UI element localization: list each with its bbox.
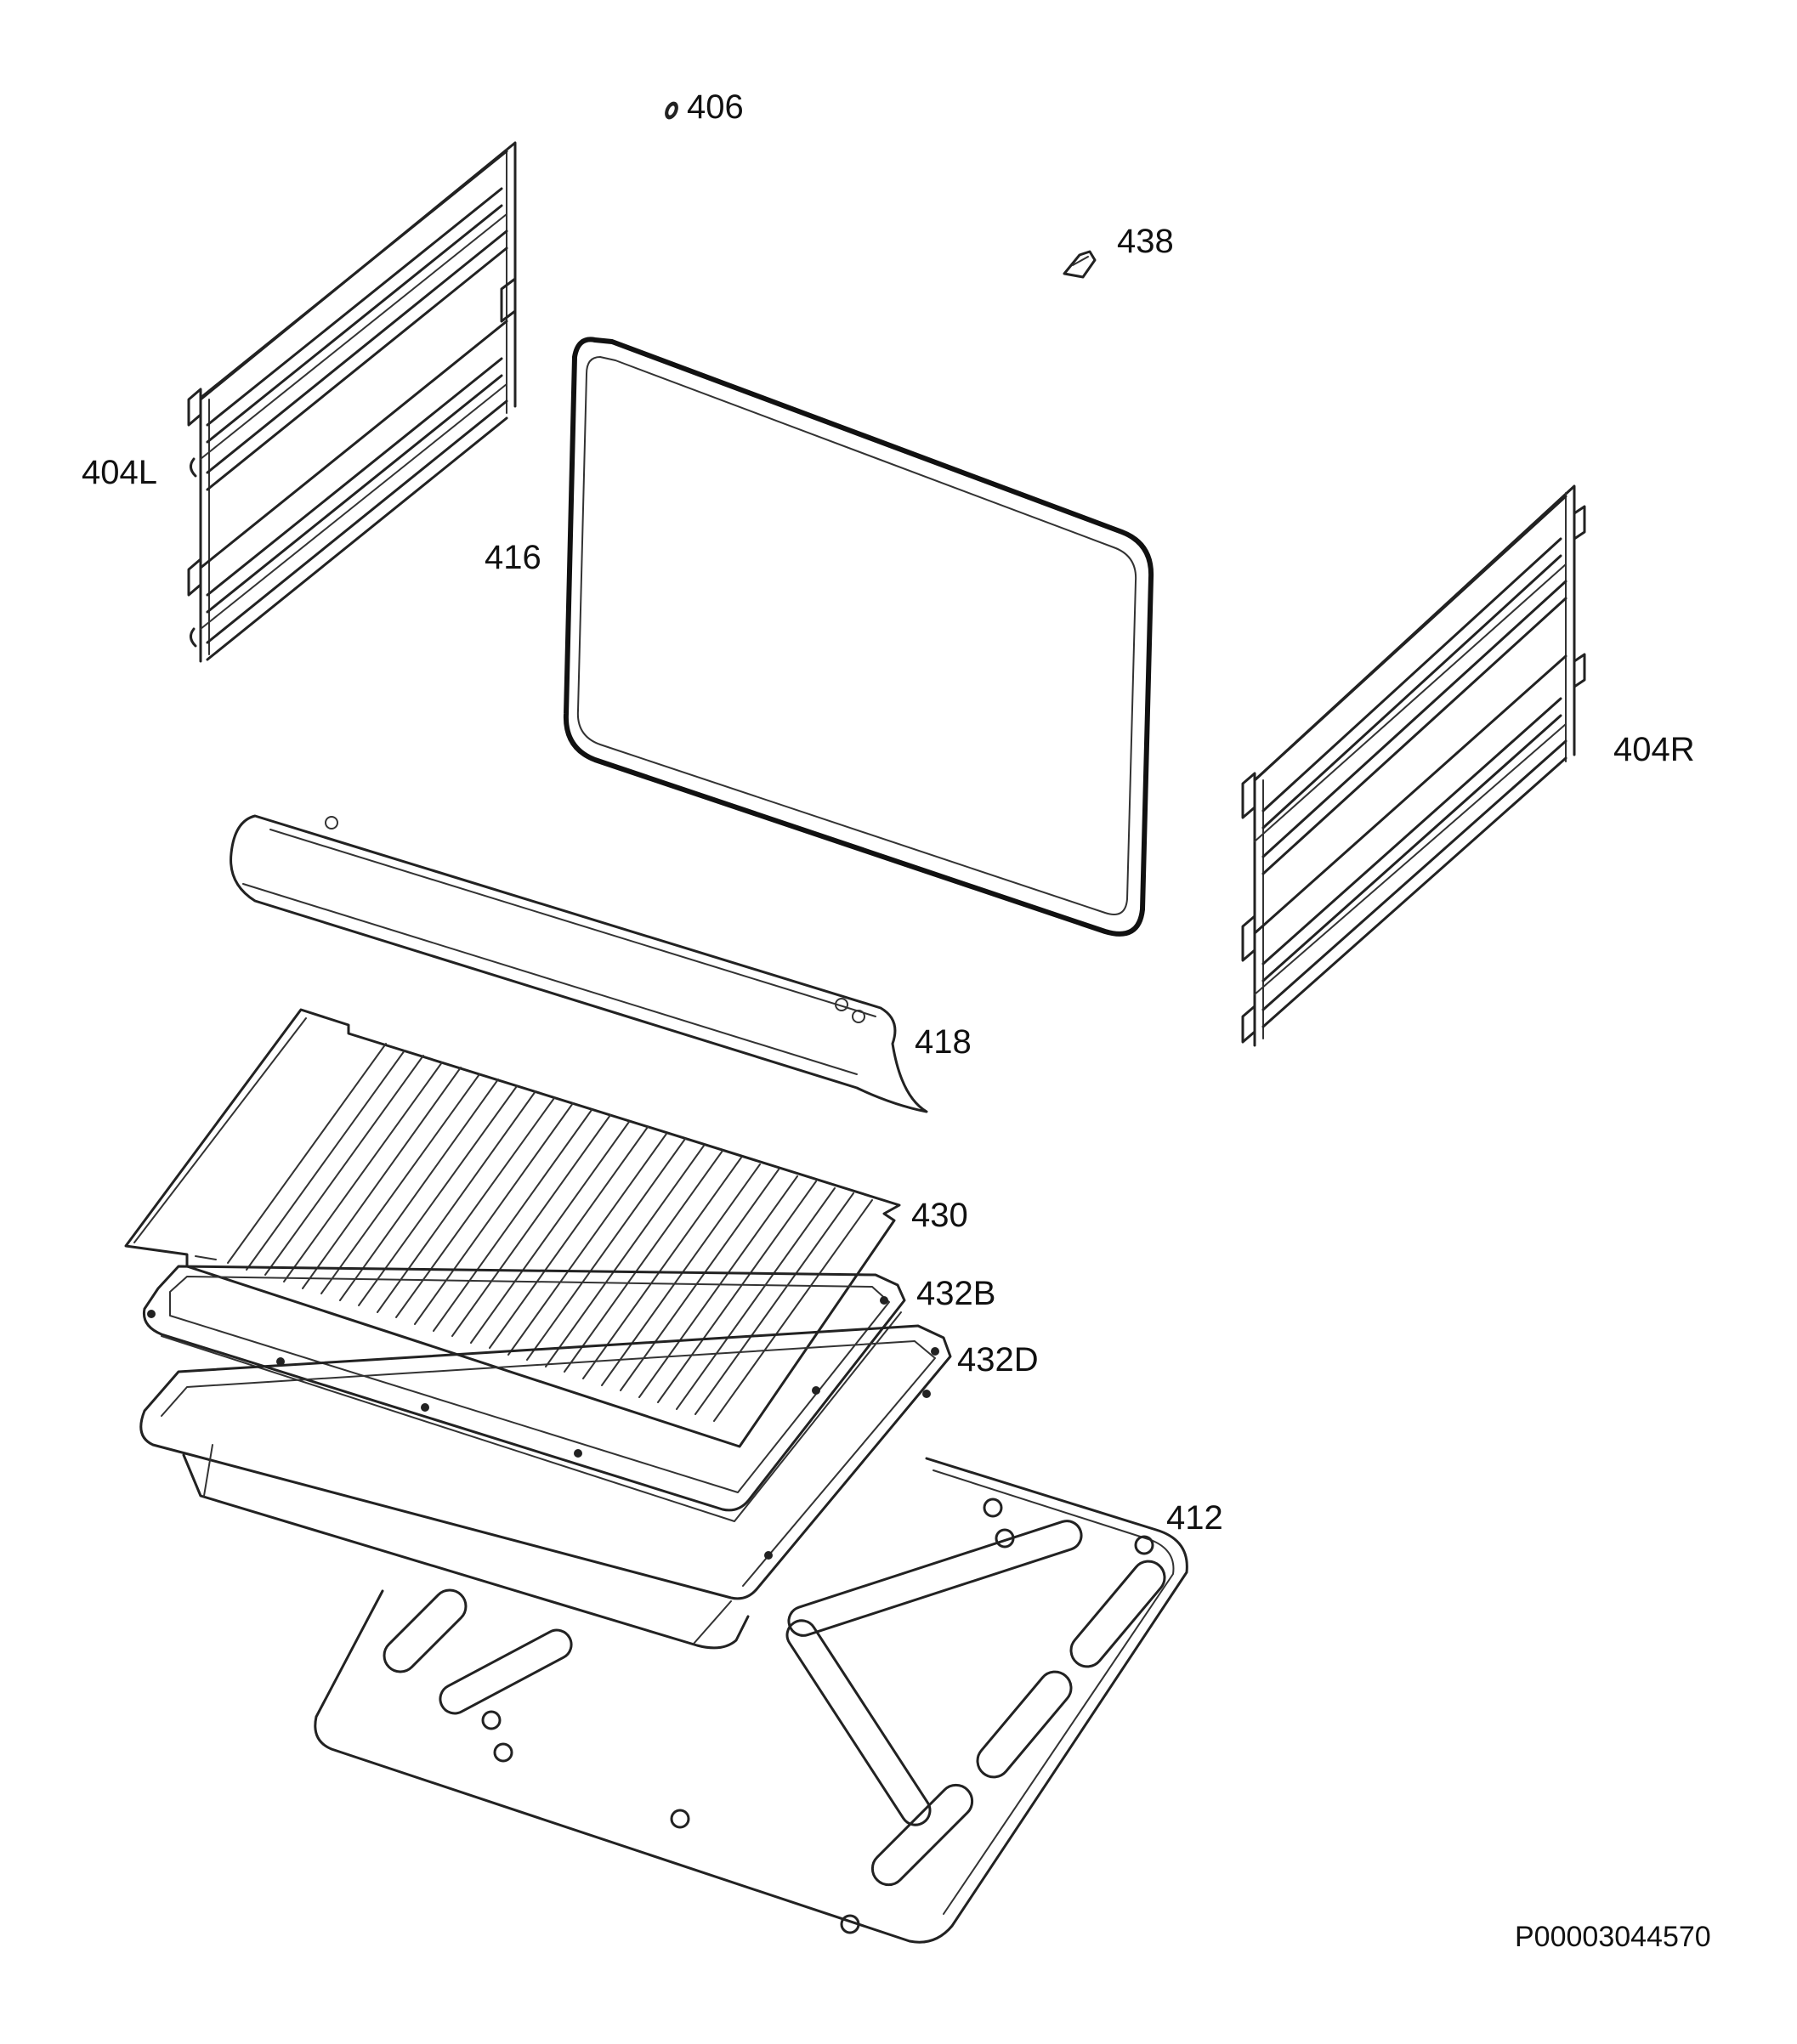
label-430: 430 bbox=[911, 1197, 968, 1234]
part-404L-shelf-support bbox=[187, 141, 517, 663]
part-432B-tray bbox=[142, 1265, 906, 1522]
label-438: 438 bbox=[1117, 223, 1174, 260]
part-438-clip bbox=[1063, 250, 1097, 279]
part-418-deflector bbox=[230, 814, 928, 1113]
part-404R-shelf-support bbox=[1241, 484, 1586, 1047]
part-406-clip bbox=[665, 101, 678, 120]
label-406: 406 bbox=[687, 88, 744, 126]
grill-bars bbox=[227, 1043, 873, 1422]
part-432D-tray bbox=[139, 1324, 952, 1650]
label-412: 412 bbox=[1166, 1499, 1223, 1537]
part-416-door-seal bbox=[563, 337, 1154, 937]
label-416: 416 bbox=[485, 539, 541, 576]
label-418: 418 bbox=[915, 1023, 972, 1061]
label-404L: 404L bbox=[82, 454, 157, 491]
label-404R: 404R bbox=[1613, 731, 1695, 768]
label-432D: 432D bbox=[957, 1341, 1039, 1379]
document-id: P00003044570 bbox=[1515, 1921, 1711, 1953]
part-412-bottom-plate bbox=[314, 1457, 1188, 1944]
part-430-wire-grill bbox=[124, 1008, 901, 1448]
label-432B: 432B bbox=[916, 1275, 996, 1312]
